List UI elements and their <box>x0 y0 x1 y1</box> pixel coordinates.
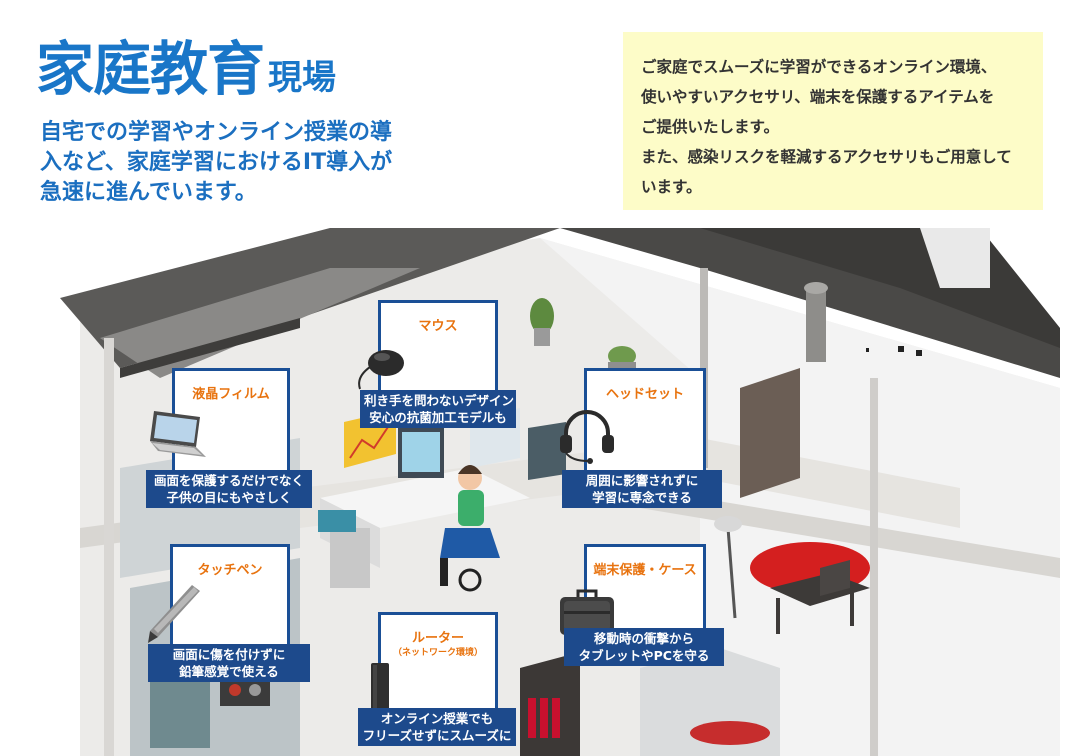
card-title: 液晶フィルム <box>192 387 270 402</box>
stylus-icon <box>148 585 200 643</box>
caption-line: 学習に専念できる <box>592 490 692 505</box>
caption-line: 周囲に影響されずに <box>585 473 699 488</box>
card-title: ルーター <box>411 631 464 646</box>
caption-mouse: 利き手を問わないデザイン 安心の抗菌加工モデルも <box>360 390 516 428</box>
note-line: ご提供いたします。 <box>641 118 779 136</box>
card-headset: ヘッドセット <box>560 368 706 486</box>
caption-line: 利き手を問わないデザイン <box>364 393 515 408</box>
lead-line: 自宅での学習やオンライン授業の導 <box>40 120 393 145</box>
bag-icon <box>560 589 614 635</box>
note-line: また、感染リスクを軽減するアクセサリもご用意して <box>641 148 1012 166</box>
caption-pen: 画面に傷を付けずに 鉛筆感覚で使える <box>148 644 310 682</box>
caption-line: 安心の抗菌加工モデルも <box>369 410 507 425</box>
card-title: タッチペン <box>197 563 263 578</box>
caption-headset: 周囲に影響されずに 学習に専念できる <box>562 470 722 508</box>
card-film: 液晶フィルム <box>150 368 290 486</box>
lead-text: 自宅での学習やオンライン授業の導 入など、家庭学習におけるIT導入が 急速に進ん… <box>40 118 420 208</box>
headset-icon <box>560 410 614 464</box>
info-note-box: ご家庭でスムーズに学習ができるオンライン環境、 使いやすいアクセサリ、端末を保護… <box>623 32 1043 210</box>
note-line: 使いやすいアクセサリ、端末を保護するアイテムを <box>641 88 995 106</box>
lead-line: 入など、家庭学習におけるIT導入が <box>40 150 393 175</box>
note-line: ご家庭でスムーズに学習ができるオンライン環境、 <box>641 58 997 76</box>
title-suffix-text: 現場 <box>268 58 337 98</box>
house-illustration: 液晶フィルム 画面を保護するだけでなく 子供の目にもやさしく マウス 利き手を問… <box>0 228 1072 756</box>
caption-line: 画面に傷を付けずに <box>172 647 286 662</box>
card-router: ルーター （ネットワーク環境） <box>371 612 498 718</box>
caption-case: 移動時の衝撃から タブレットやPCを守る <box>564 628 724 666</box>
lead-line: 急速に進んでいます。 <box>40 180 257 205</box>
card-title: 端末保護・ケース <box>593 563 697 578</box>
card-title: ヘッドセット <box>605 387 684 402</box>
caption-film: 画面を保護するだけでなく 子供の目にもやさしく <box>146 470 312 508</box>
card-subtitle: （ネットワーク環境） <box>392 648 483 658</box>
note-line: います。 <box>641 178 702 196</box>
caption-line: 鉛筆感覚で使える <box>179 664 279 679</box>
router-icon <box>371 663 389 715</box>
caption-line: 子供の目にもやさしく <box>166 490 292 505</box>
card-pen: タッチペン <box>148 544 290 662</box>
caption-line: 移動時の衝撃から <box>593 631 694 646</box>
caption-line: フリーズせずにスムーズに <box>362 728 512 743</box>
laptop-icon <box>150 411 206 457</box>
page-title: 家庭教育現場 <box>36 22 336 106</box>
mouse-icon <box>358 350 404 390</box>
caption-line: タブレットやPCを守る <box>578 648 710 663</box>
title-main-text: 家庭教育 <box>36 35 265 103</box>
caption-line: 画面を保護するだけでなく <box>153 473 304 488</box>
caption-line: オンライン授業でも <box>380 711 494 726</box>
caption-router: オンライン授業でも フリーズせずにスムーズに <box>358 708 516 746</box>
card-title: マウス <box>418 319 458 334</box>
